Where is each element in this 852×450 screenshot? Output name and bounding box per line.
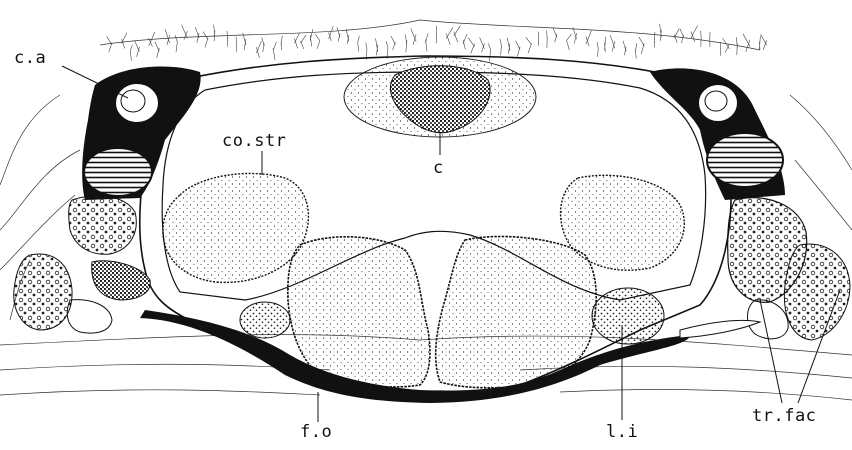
right-facial-mass [784, 244, 850, 340]
label-costr: co.str [222, 131, 286, 151]
label-li: l.i [606, 422, 638, 442]
right-vessel [680, 320, 760, 338]
label-ca: c.a [14, 48, 46, 68]
label-c: c [433, 158, 444, 178]
left-nerve-mass-2 [92, 261, 150, 300]
label-trfac: tr.fac [752, 406, 816, 426]
left-hatched-body [84, 148, 152, 196]
lateral-body-left [240, 302, 290, 338]
left-nerve-mass-1 [69, 196, 137, 254]
hemisphere-left [288, 237, 430, 387]
left-nerve-mass-3 [14, 254, 72, 330]
right-hatched-body [707, 133, 783, 187]
left-nerve-mass-4 [67, 300, 112, 333]
lateral-body-right [592, 288, 664, 344]
label-fo: f.o [300, 422, 332, 442]
right-small-mass [748, 300, 789, 339]
